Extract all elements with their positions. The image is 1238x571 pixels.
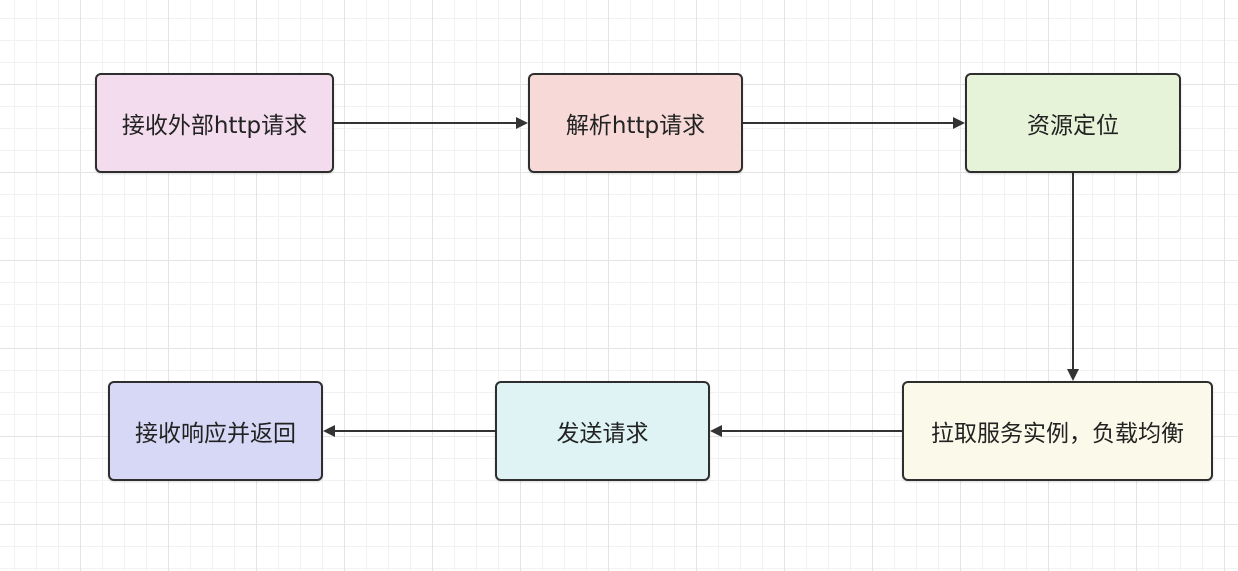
node-send-request[interactable]: 发送请求 xyxy=(495,381,710,481)
node-locate-resource[interactable]: 资源定位 xyxy=(965,73,1181,173)
node-label: 拉取服务实例，负载均衡 xyxy=(931,421,1184,447)
node-receive-return[interactable]: 接收响应并返回 xyxy=(108,381,323,481)
node-label: 资源定位 xyxy=(1027,113,1119,139)
node-label: 接收响应并返回 xyxy=(135,421,296,447)
node-label: 解析http请求 xyxy=(565,113,706,139)
node-parse-http[interactable]: 解析http请求 xyxy=(528,73,743,173)
node-receive-http[interactable]: 接收外部http请求 xyxy=(95,73,334,173)
node-label: 接收外部http请求 xyxy=(121,113,308,139)
node-label: 发送请求 xyxy=(556,421,649,447)
node-pull-instance[interactable]: 拉取服务实例，负载均衡 xyxy=(902,381,1213,481)
